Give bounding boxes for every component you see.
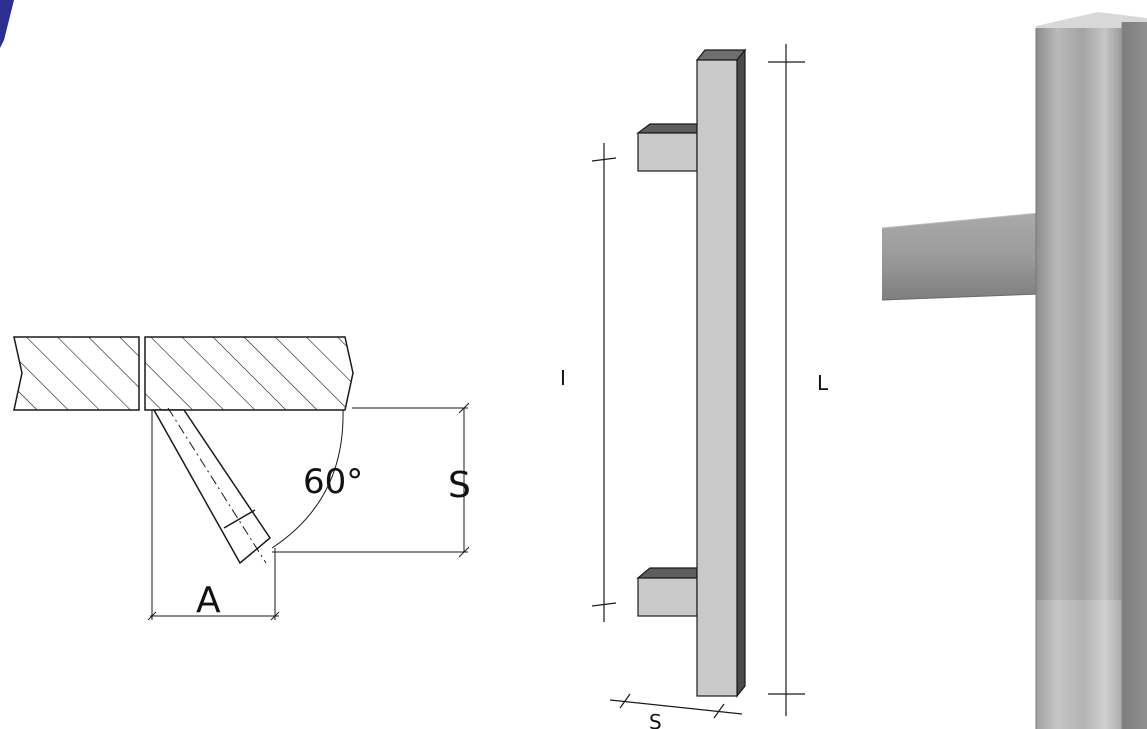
photo-bar-front bbox=[1036, 28, 1122, 729]
handle-drawing bbox=[636, 48, 747, 698]
angled-bar bbox=[152, 407, 271, 565]
photo-bar-side bbox=[1122, 22, 1147, 729]
height-label: S bbox=[448, 465, 471, 506]
length-label: L bbox=[817, 371, 829, 395]
offset-label: A bbox=[196, 580, 221, 621]
mount-detail-drawing: 60° S A bbox=[13, 336, 471, 621]
photo-bar-top bbox=[1036, 12, 1147, 30]
center-distance-label: I bbox=[560, 366, 566, 390]
top-standoff-front bbox=[637, 132, 698, 172]
angle-label: 60° bbox=[303, 462, 363, 502]
door-section-right bbox=[144, 336, 354, 411]
bar-front-face bbox=[696, 59, 738, 697]
product-photo bbox=[881, 12, 1147, 729]
top-standoff-top bbox=[636, 123, 698, 134]
bottom-standoff-top bbox=[636, 567, 698, 579]
photo-standoff-arm bbox=[882, 213, 1040, 300]
bottom-standoff-front bbox=[637, 577, 698, 617]
section-label: S bbox=[649, 710, 662, 729]
mount-dimension-lines bbox=[147, 402, 470, 621]
handle-dimension-lines bbox=[591, 44, 805, 719]
bar-side-face bbox=[736, 48, 746, 698]
door-section-left bbox=[13, 336, 140, 411]
corner-accent-mark bbox=[0, 0, 14, 48]
